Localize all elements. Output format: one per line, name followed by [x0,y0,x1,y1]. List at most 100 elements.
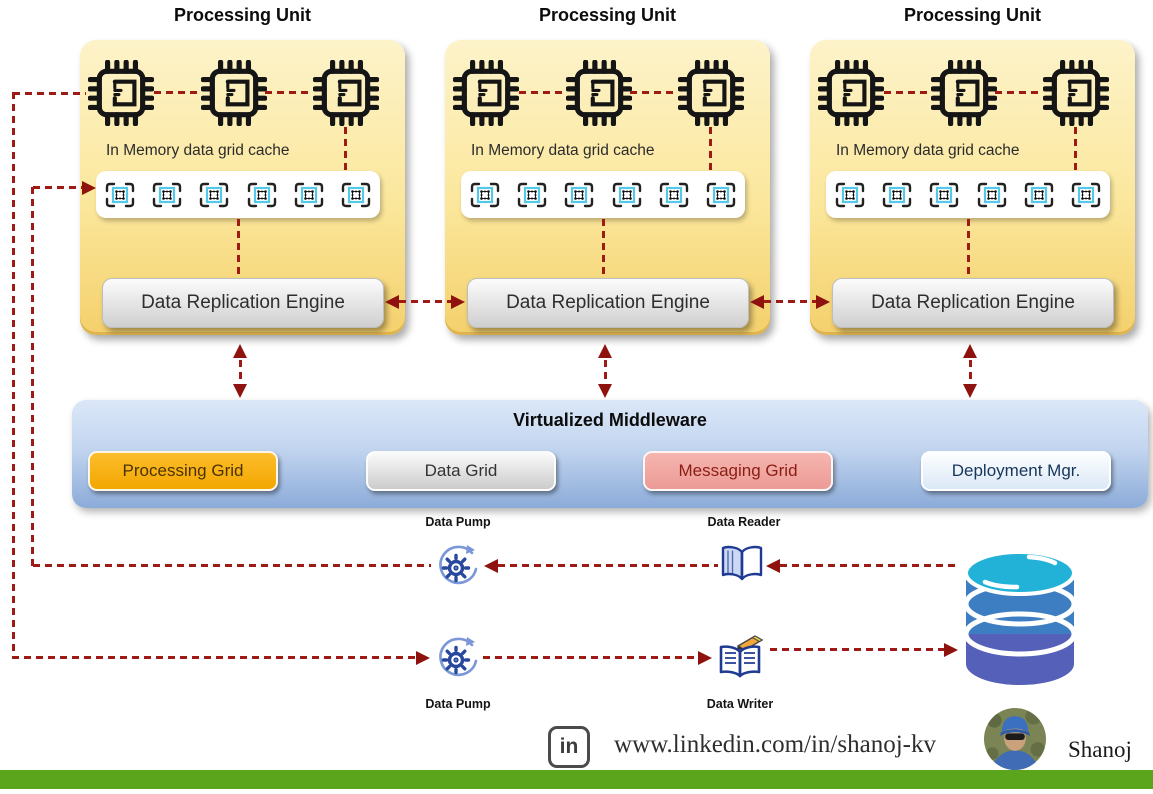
arrowhead-left [750,295,764,309]
author-name: Shanoj [1068,737,1132,762]
connector-left-to-cpu [13,92,86,95]
data-replication-engine: Data Replication Engine [102,278,384,328]
connector-pump-left [33,564,431,567]
author-avatar [984,708,1046,770]
arrowhead-right [816,295,830,309]
connector-chip-chip [995,91,1043,94]
connector-unit-middleware [604,360,607,382]
connector-to-cache [33,186,82,189]
cache-node-icon [294,182,324,208]
cache-node-icon [929,182,959,208]
data-reader-label: Data Reader [707,515,781,529]
connector-unit-middleware [969,360,972,382]
connector-pump2-left [12,656,416,659]
arrowhead-left [484,559,498,573]
cpu-chip-icon [453,60,519,126]
cache-node-icon [706,182,736,208]
arrowhead-up [598,344,612,358]
arrowhead-left [385,295,399,309]
processing-unit-1: In Memory data grid cache Data Replicati… [80,40,405,335]
cpu-chip-icon [1043,60,1109,126]
processing-unit-3: In Memory data grid cache Data Replicati… [810,40,1135,335]
data-grid-button: Data Grid [366,451,556,491]
cache-node-icon [470,182,500,208]
cpu-chip-icon [313,60,379,126]
cpu-row [88,60,379,126]
cache-label: In Memory data grid cache [106,142,290,159]
data-pump-icon [433,634,481,682]
arrowhead-down [233,384,247,398]
middleware-title: Virtualized Middleware [513,410,707,430]
cache-node-icon [564,182,594,208]
processing-unit-1-title: Processing Unit [173,5,312,25]
data-writer-label: Data Writer [706,697,774,711]
cpu-chip-icon [201,60,267,126]
arrowhead-down [598,384,612,398]
cache-node-icon [977,182,1007,208]
connector-chip-chip [630,91,678,94]
connector-cache-engine [237,219,240,278]
arrowhead-up [963,344,977,358]
cache-node-icon [882,182,912,208]
cpu-row [818,60,1109,126]
connector-chip-cache [344,127,347,171]
connector-pump-writer [483,656,698,659]
cache-node-icon [835,182,865,208]
arrowhead-right [451,295,465,309]
connector-writer-db [770,648,944,651]
cache-node-icon [517,182,547,208]
connector-unit-middleware [239,360,242,382]
cache-node-icon [199,182,229,208]
connector-engine-engine [399,300,451,303]
linkedin-url: www.linkedin.com/in/shanoj-kv [614,731,936,758]
data-writer-icon [714,634,766,680]
connector-chip-cache [1074,127,1077,171]
connector-chip-chip [519,91,564,94]
cache-label: In Memory data grid cache [471,142,655,159]
processing-grid-button: Processing Grid [88,451,278,491]
connector-chip-chip [154,91,199,94]
cache-node-icon [152,182,182,208]
cache-node-icon [1024,182,1054,208]
cache-label: In Memory data grid cache [836,142,1020,159]
processing-unit-2: In Memory data grid cache Data Replicati… [445,40,770,335]
in-memory-cache-box [96,171,380,218]
arrowhead-right [698,651,712,665]
cpu-chip-icon [566,60,632,126]
cpu-row [453,60,744,126]
in-memory-cache-box [826,171,1110,218]
cpu-chip-icon [818,60,884,126]
cache-node-icon [659,182,689,208]
messaging-grid-button: Messaging Grid [643,451,833,491]
linkedin-icon: in [548,726,590,768]
connector-chip-cache [709,127,712,171]
connector-chip-chip [884,91,929,94]
cache-node-icon [341,182,371,208]
processing-unit-3-title: Processing Unit [903,5,1042,25]
arrowhead-right [82,181,96,195]
cpu-chip-icon [931,60,997,126]
connector-cache-engine [967,219,970,278]
arrowhead-right [944,643,958,657]
cpu-chip-icon [88,60,154,126]
arrowhead-down [963,384,977,398]
arrowhead-right [416,651,430,665]
deployment-mgr-button: Deployment Mgr. [921,451,1111,491]
footer-green-bar [0,770,1153,789]
connector-reader-pump [498,564,718,567]
data-pump-top-label: Data Pump [425,515,491,529]
connector-left-outer [12,92,15,658]
database-icon [963,542,1077,688]
data-pump-icon [433,542,481,590]
connector-cache-engine [602,219,605,278]
cache-node-icon [1071,182,1101,208]
virtualized-middleware: Virtualized Middleware Processing Grid D… [72,400,1148,508]
cache-node-icon [612,182,642,208]
cache-node-icon [105,182,135,208]
connector-engine-engine [764,300,816,303]
in-memory-cache-box [461,171,745,218]
cache-node-icon [247,182,277,208]
processing-unit-2-title: Processing Unit [538,5,677,25]
data-reader-icon [720,544,764,584]
